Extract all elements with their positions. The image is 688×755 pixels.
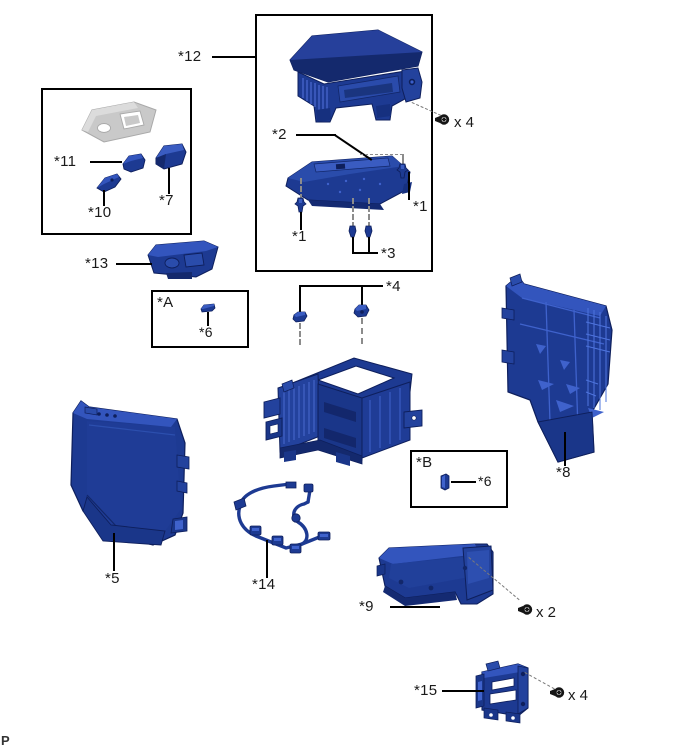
leader-line-10 <box>103 190 105 206</box>
part-switch-trim-panel-gray <box>78 100 160 146</box>
part-switch-knob-large <box>154 142 188 172</box>
screw-icon-lid <box>434 112 452 133</box>
callout-9: *9 <box>359 598 374 615</box>
leader-line-1-left <box>300 212 302 230</box>
leader-line-1-right <box>408 172 410 200</box>
part-console-armrest-lid <box>272 22 432 130</box>
callout-4: *4 <box>386 278 401 295</box>
part-switch-knob-small-a <box>121 152 147 174</box>
callout-13: *13 <box>85 255 109 272</box>
callout-6-b: *6 <box>478 473 492 489</box>
qty-bracket-screws: x 4 <box>568 687 589 704</box>
callout-5: *5 <box>105 570 120 587</box>
leader-line-6-b <box>451 481 476 483</box>
callout-2: *2 <box>272 126 287 143</box>
part-console-upper-clip-left <box>292 311 308 324</box>
part-clip-tab-b <box>440 473 450 491</box>
callout-11: *11 <box>54 153 77 170</box>
leader-line-3-bar <box>352 252 378 254</box>
leader-line-8 <box>564 432 566 466</box>
dashed-line-clip-1-left <box>300 178 302 200</box>
part-console-mounting-bracket <box>474 658 534 724</box>
leader-line-15 <box>442 690 484 692</box>
leader-line-4-right <box>361 285 363 307</box>
group-box-a <box>151 290 249 348</box>
leader-line-4-left <box>299 285 301 313</box>
callout-12: *12 <box>178 48 202 65</box>
callout-14: *14 <box>252 576 276 593</box>
part-console-main-body <box>262 340 423 468</box>
screw-icon-bracket <box>549 685 567 706</box>
qty-lid-screws: x 4 <box>454 114 475 131</box>
callout-3: *3 <box>381 245 396 262</box>
part-console-upper-panel <box>284 150 414 212</box>
leader-line-14 <box>266 540 268 578</box>
part-cup-holder-trim <box>146 239 222 281</box>
dashed-line-clip-3-b <box>368 198 370 228</box>
leader-line-2-horizontal <box>296 134 336 136</box>
part-switch-knob-small-b <box>95 172 123 194</box>
part-console-upper-clip-right <box>353 304 370 319</box>
group-box-12 <box>255 14 433 272</box>
leader-line-5 <box>113 533 115 571</box>
leader-line-9 <box>390 606 440 608</box>
callout-6-a: *6 <box>199 324 213 340</box>
leader-line-3-b <box>368 237 370 253</box>
leader-line-3-a <box>352 237 354 253</box>
part-clip-1-right <box>396 163 409 179</box>
callout-15: *15 <box>414 682 438 699</box>
leader-line-12 <box>212 56 256 58</box>
dashed-line-clip-1-right-v <box>402 154 404 166</box>
callout-1-right: *1 <box>413 198 428 215</box>
dashed-line-clip-3-a <box>352 198 354 228</box>
callout-box-a: *A <box>157 294 174 311</box>
part-wire-harness <box>232 481 342 564</box>
leader-line-7 <box>168 168 170 194</box>
group-box-b <box>410 450 508 508</box>
qty-duct-screws: x 2 <box>536 604 557 621</box>
leader-line-4-bar <box>299 285 363 287</box>
leader-line-6-a <box>207 312 209 326</box>
part-console-side-panel-right <box>500 272 616 472</box>
part-rear-console-duct <box>375 538 515 614</box>
part-clip-3-a <box>347 225 358 238</box>
leader-line-11 <box>90 161 122 163</box>
part-clip-tab-a <box>200 303 216 313</box>
screw-icon-duct <box>517 602 535 623</box>
part-console-side-panel-left <box>65 385 191 565</box>
group-box-knobs <box>41 88 192 235</box>
corner-page-code: P <box>1 733 10 748</box>
dashed-line-4-left <box>299 323 301 345</box>
callout-1-left: *1 <box>292 228 307 245</box>
dashed-line-clip-1-right-h <box>360 154 403 155</box>
dashed-line-4-right <box>361 318 363 344</box>
callout-box-b: *B <box>416 454 433 471</box>
leader-line-4-tail <box>361 285 383 287</box>
part-clip-1-left <box>294 197 307 213</box>
callout-8: *8 <box>556 464 571 481</box>
leader-line-13 <box>116 263 152 265</box>
callout-7: *7 <box>159 192 174 209</box>
callout-10: *10 <box>88 204 112 221</box>
part-clip-3-b <box>363 225 374 238</box>
